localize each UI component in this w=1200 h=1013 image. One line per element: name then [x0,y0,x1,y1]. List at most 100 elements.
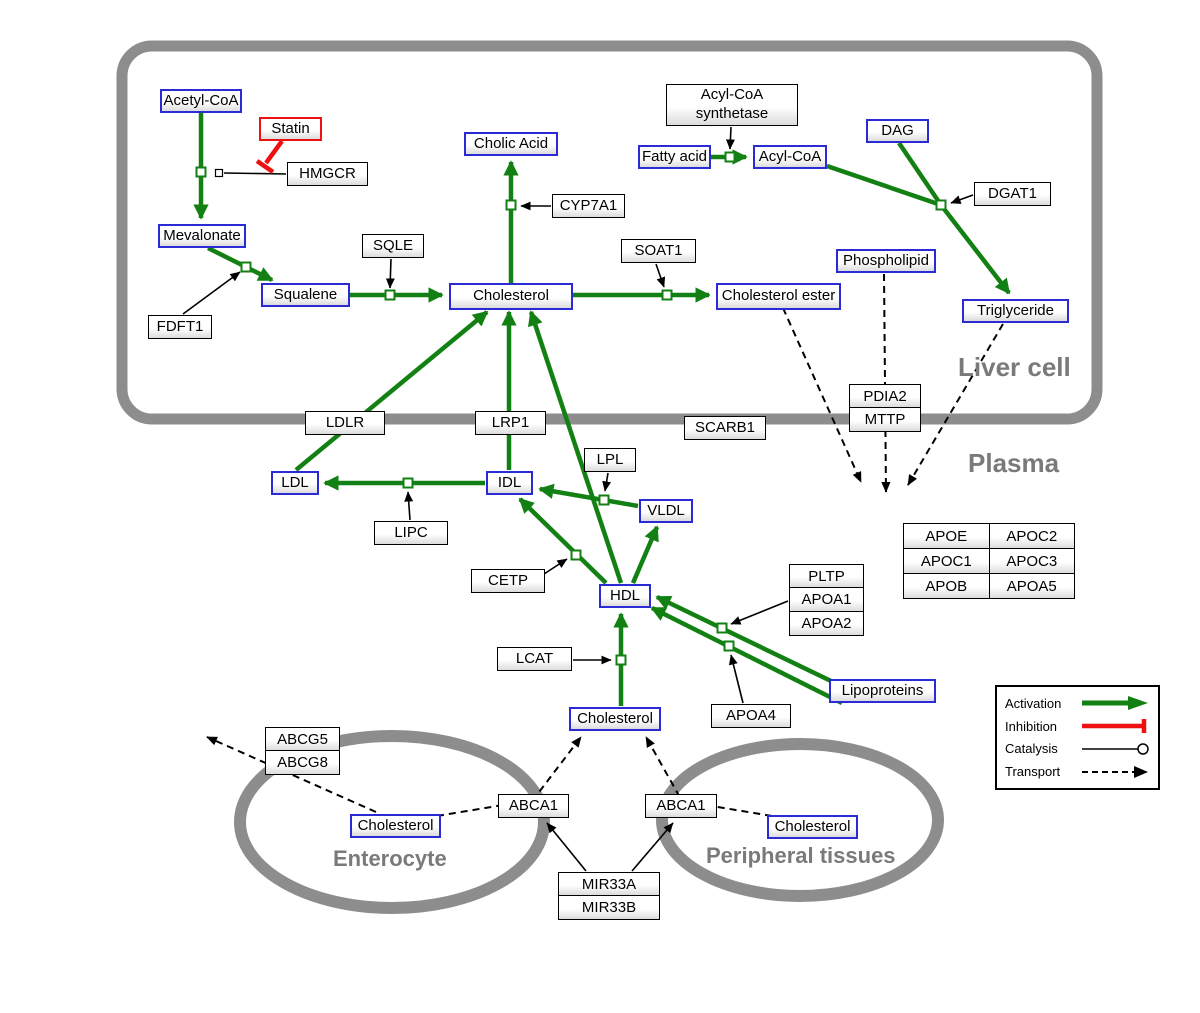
node-vldl[interactable]: VLDL [639,499,693,523]
node-apoc3[interactable]: APOC3 [989,549,1075,574]
activation-edges [193,113,1011,706]
node-cholesterol-liver[interactable]: Cholesterol [449,283,573,310]
edge-dag-dgat-node [897,141,943,207]
edge-hdl-cholesterol [527,310,624,584]
node-lcat[interactable]: LCAT [497,647,572,671]
node-lipc[interactable]: LIPC [374,521,448,545]
trn-peripheral-plasma [645,736,773,817]
node-pltp[interactable]: PLTP [789,564,864,588]
node-apob[interactable]: APOB [904,574,990,599]
node-apoc2[interactable]: APOC2 [989,524,1075,549]
node-mir33a[interactable]: MIR33A [558,872,660,896]
inh-statin-line [264,139,284,165]
liver-cell-label: Liver cell [958,352,1071,382]
node-apoa1[interactable]: APOA1 [789,588,864,612]
edge-hdl-vldl [630,525,660,584]
node-lipoproteins[interactable]: Lipoproteins [829,679,936,703]
plasma-label: Plasma [968,448,1060,478]
edge-mir33-abca1-left [546,822,587,872]
liver-cell-membrane [116,40,1103,425]
node-hdl[interactable]: HDL [599,584,651,608]
node-cetp[interactable]: CETP [471,569,545,593]
node-soat1[interactable]: SOAT1 [621,239,696,263]
inhibition-edge [255,139,284,174]
node-cyp7a1[interactable]: CYP7A1 [552,194,625,218]
reaction-nodes [195,151,947,666]
node-cholic-acid[interactable]: Cholic Acid [464,132,558,156]
node-acyl-coa[interactable]: Acyl-CoA [753,145,827,169]
node-mevalonate[interactable]: Mevalonate [158,224,246,248]
legend: Activation Inhibition Catalysis Transpor… [995,685,1160,790]
node-phospholipid[interactable]: Phospholipid [836,249,936,273]
legend-row-catalysis: Catalysis [1005,741,1150,757]
legend-transport-label: Transport [1005,764,1061,780]
node-fatty-acid[interactable]: Fatty acid [638,145,711,169]
node-idl[interactable]: IDL [486,471,533,495]
node-statin[interactable]: Statin [259,117,322,141]
legend-activation-label: Activation [1005,695,1062,711]
node-squalene[interactable]: Squalene [261,283,350,307]
edge-ldl-cholesterol [294,310,489,472]
node-ldl[interactable]: LDL [271,471,319,495]
node-acetyl-coa[interactable]: Acetyl-CoA [160,89,242,113]
node-cholesterol-peripheral[interactable]: Cholesterol [767,815,858,839]
node-dag[interactable]: DAG [866,119,929,143]
inhibition-tbar-icon [1082,719,1147,734]
trn-cholesterolester [782,307,862,483]
node-cholesterol-enterocyte[interactable]: Cholesterol [350,814,441,838]
cat-sqle [385,258,395,289]
node-fdft1[interactable]: FDFT1 [148,315,212,339]
node-lpl[interactable]: LPL [584,448,636,472]
node-ldlr[interactable]: LDLR [305,411,385,435]
node-lrp1[interactable]: LRP1 [475,411,546,435]
stack-mir33: MIR33A MIR33B [558,872,660,920]
edge-acylcoa-dgat-node [826,163,942,208]
node-hmgcr[interactable]: HMGCR [287,162,368,186]
edge-hdl-idl [518,497,608,585]
stack-abcg5-abcg8: ABCG5 ABCG8 [265,727,340,775]
node-abca1-enterocyte[interactable]: ABCA1 [498,794,569,818]
node-dgat1[interactable]: DGAT1 [974,182,1051,206]
node-scarb1[interactable]: SCARB1 [684,416,766,440]
edge-dgat-node-triglyceride [939,203,1011,295]
legend-row-inhibition: Inhibition [1005,718,1150,734]
catalysis-edges [182,126,974,872]
enterocyte-label: Enterocyte [333,846,447,871]
node-apoa4[interactable]: APOA4 [711,704,791,728]
node-apoa5[interactable]: APOA5 [989,574,1075,599]
peripheral-tissues-label: Peripheral tissues [706,843,896,868]
node-apoe[interactable]: APOE [904,524,990,549]
cat-hmgcr [223,172,287,175]
legend-row-activation: Activation [1005,695,1150,711]
edge-lipoproteins-hdl-lower [650,605,844,706]
node-cholesterol-ester[interactable]: Cholesterol ester [716,283,841,310]
peripheral-tissues-membrane [656,738,944,902]
transport-arrow-icon [1082,765,1148,778]
legend-inhibition-label: Inhibition [1005,718,1058,734]
node-sqle[interactable]: SQLE [362,234,424,258]
node-mttp[interactable]: MTTP [849,408,921,432]
trn-enterocyte-abcg [206,736,377,813]
legend-catalysis-label: Catalysis [1005,741,1058,757]
node-abca1-peripheral[interactable]: ABCA1 [645,794,717,818]
enterocyte-membrane [234,730,550,914]
edge-lipoproteins-hdl-upper [655,594,832,684]
cat-fdft1 [182,271,241,315]
node-apoa2[interactable]: APOA2 [789,612,864,636]
node-triglyceride[interactable]: Triglyceride [962,299,1069,323]
legend-row-transport: Transport [1005,764,1150,780]
stack-pltp-apoa1-apoa2: PLTP APOA1 APOA2 [789,564,864,636]
edge-vldl-idl [538,483,639,509]
stack-pdia2-mttp: PDIA2 MTTP [849,384,921,432]
node-pdia2[interactable]: PDIA2 [849,384,921,408]
node-abcg8[interactable]: ABCG8 [265,751,340,775]
cat-cetp [543,558,568,575]
node-abcg5[interactable]: ABCG5 [265,727,340,751]
node-acyl-coa-synthetase[interactable]: Acyl-CoA synthetase [666,84,798,126]
node-cholesterol-plasma[interactable]: Cholesterol [569,707,661,731]
cat-lpl [602,472,611,492]
node-apoc1[interactable]: APOC1 [904,549,990,574]
node-mir33b[interactable]: MIR33B [558,896,660,920]
